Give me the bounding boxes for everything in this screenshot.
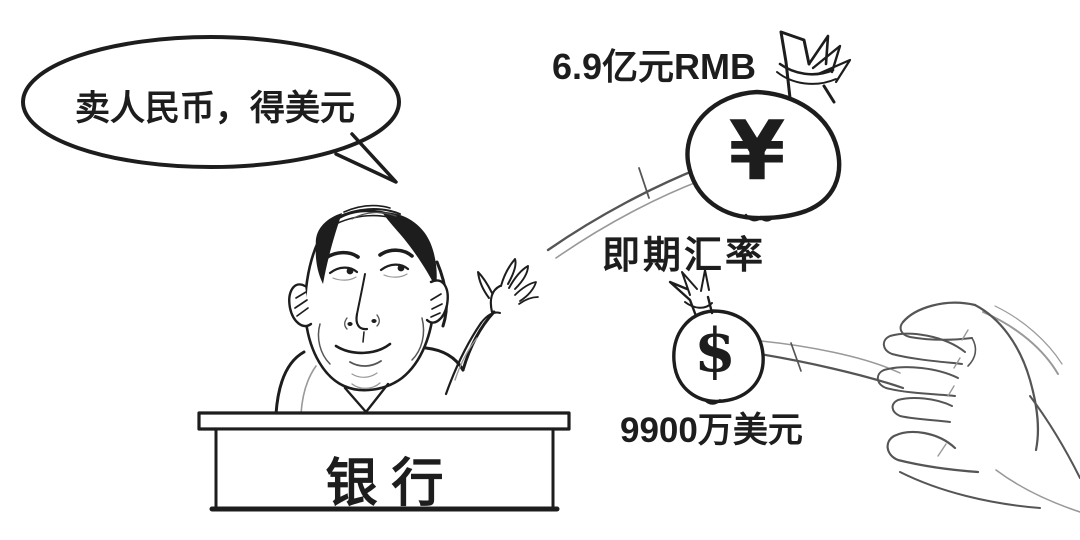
usd-amount-label: 9900万美元 — [620, 411, 803, 450]
yuan-currency-symbol: ¥ — [728, 104, 786, 199]
arc-tick — [790, 342, 802, 372]
dollar-currency-symbol: $ — [694, 316, 736, 386]
bank-podium-label: 银行 — [325, 455, 458, 513]
bank-podium-shape — [197, 411, 571, 512]
cheek-line — [317, 323, 331, 365]
cartoon-banker — [274, 204, 539, 416]
bag-body — [685, 89, 842, 221]
nose — [344, 273, 380, 331]
hair-right — [382, 212, 437, 288]
hand-back-edge — [973, 303, 1040, 452]
banker-head — [288, 204, 449, 392]
usd-transfer-arrow — [745, 339, 905, 390]
cheek-line — [411, 317, 425, 361]
right-ear — [425, 279, 449, 324]
palm-bottom-line — [899, 471, 1041, 509]
speech-bubble-text: 卖人民币，得美元 — [74, 89, 355, 128]
wrist-line — [1029, 395, 1080, 479]
bag-knot — [776, 30, 852, 104]
podium-top-slab — [197, 411, 571, 431]
arc-tick — [638, 167, 650, 199]
spot-rate-arrow — [546, 166, 703, 259]
receiving-hand — [876, 301, 1080, 513]
left-ear — [288, 283, 313, 328]
thumb — [886, 430, 980, 474]
hair-strand — [335, 208, 401, 219]
left-eye — [328, 266, 359, 275]
index-finger — [901, 301, 977, 324]
right-eye — [379, 263, 410, 272]
bag-body — [672, 309, 765, 404]
ring-finger — [876, 366, 959, 397]
rmb-money-bag-shape — [685, 30, 852, 222]
usd-money-bag-shape — [668, 269, 765, 405]
tossing-hand — [477, 258, 539, 314]
middle-finger — [882, 332, 966, 365]
speech-bubble-tail — [334, 132, 398, 184]
spot-rate-label: 即期汇率 — [602, 235, 767, 277]
knuckle-marks — [937, 329, 969, 457]
right-eyebrow — [378, 248, 414, 258]
little-finger — [891, 397, 953, 423]
left-eyebrow — [324, 250, 360, 260]
rmb-amount-label: 6.9亿元RMB — [552, 46, 757, 87]
hair-left — [315, 213, 342, 284]
bag-knot — [668, 269, 714, 318]
speech-bubble-shape — [21, 35, 401, 184]
mouth — [334, 331, 392, 378]
raised-arm — [444, 258, 539, 396]
